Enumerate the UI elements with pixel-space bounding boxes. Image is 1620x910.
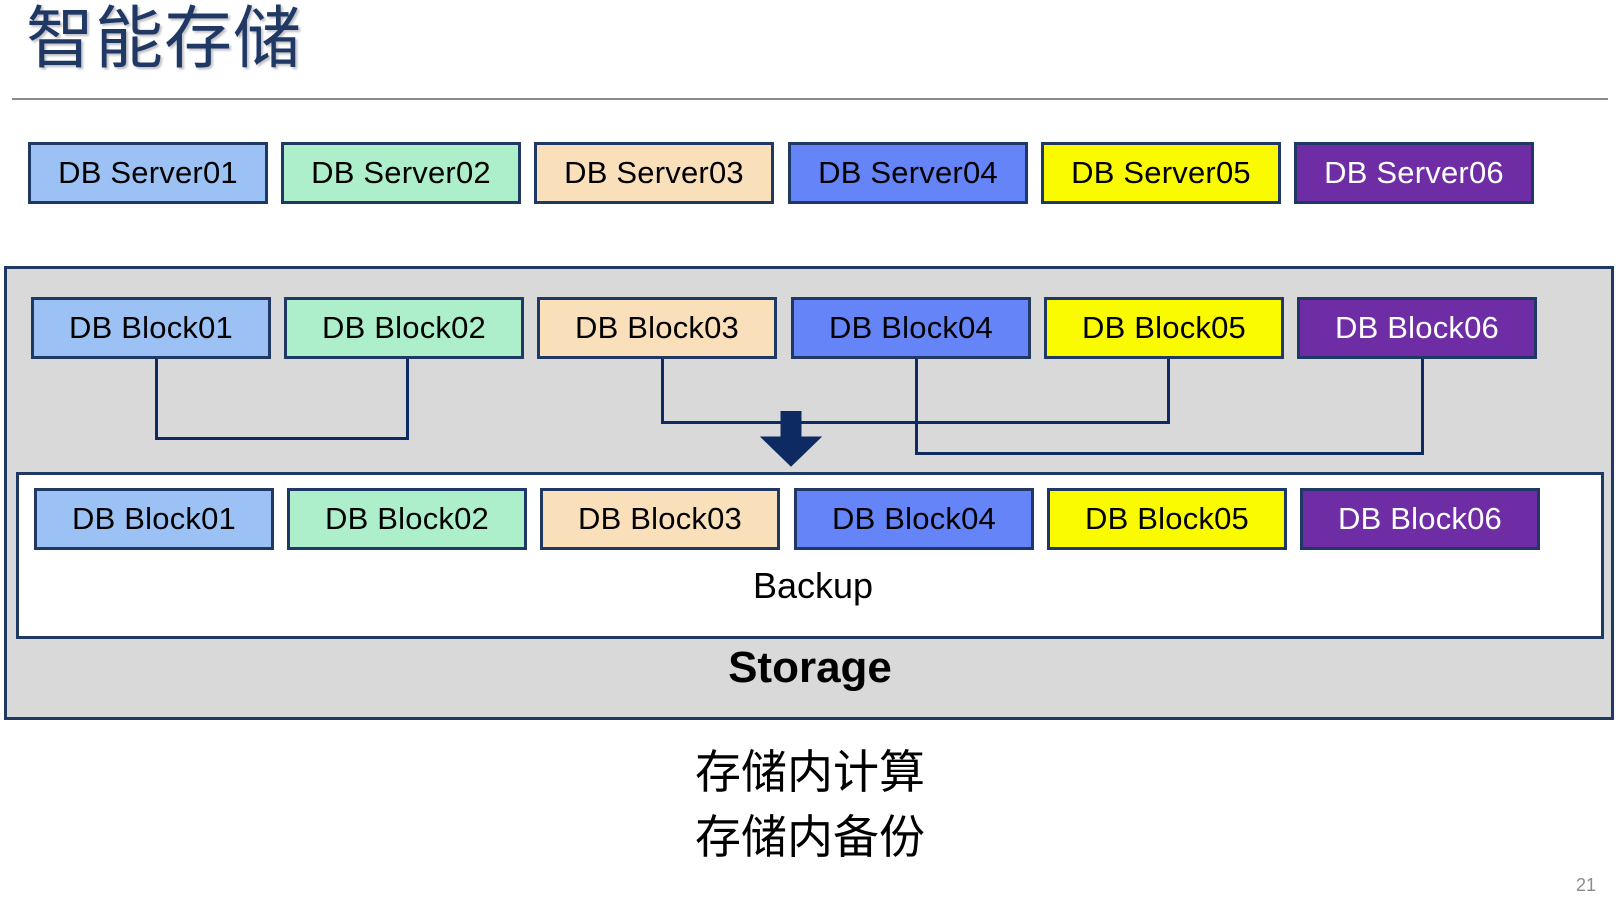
db-server-box-label: DB Server04 <box>818 155 998 190</box>
connector-horizontal-block04-block06 <box>915 452 1424 455</box>
connector-horizontal-block01-block02 <box>155 437 409 440</box>
backup-label: Backup <box>752 565 874 606</box>
db-server-box-5[interactable]: DB Server05 <box>1041 142 1281 204</box>
caption: 存储内计算 存储内备份 <box>0 740 1620 871</box>
page-number: 21 <box>1575 875 1596 895</box>
db-block-backup-box-2[interactable]: DB Block02 <box>287 488 527 550</box>
title-divider <box>12 98 1608 100</box>
db-block-backup-box-label: DB Block01 <box>72 501 236 536</box>
db-block-box-6[interactable]: DB Block06 <box>1297 297 1537 359</box>
db-block-backup-box-label: DB Block04 <box>832 501 996 536</box>
down-arrow-icon <box>759 410 823 467</box>
db-server-box-1[interactable]: DB Server01 <box>28 142 268 204</box>
db-block-backup-box-4[interactable]: DB Block04 <box>794 488 1034 550</box>
db-block-backup-box-label: DB Block02 <box>325 501 489 536</box>
db-block-row-live: DB Block01 DB Block02 DB Block03 DB Block04… <box>7 297 1613 359</box>
db-block-backup-box-5[interactable]: DB Block05 <box>1047 488 1287 550</box>
db-server-box-2[interactable]: DB Server02 <box>281 142 521 204</box>
db-block-box-label: DB Block02 <box>322 310 486 345</box>
db-block-box-3[interactable]: DB Block03 <box>537 297 777 359</box>
db-server-row: DB Server01 DB Server02 DB Server03 DB Serv… <box>0 142 1620 204</box>
db-block-box-label: DB Block06 <box>1335 310 1499 345</box>
db-server-box-label: DB Server01 <box>58 155 238 190</box>
db-block-box-4[interactable]: DB Block04 <box>791 297 1031 359</box>
backup-panel: DB Block01 DB Block02 DB Block03 DB Block04… <box>16 472 1604 639</box>
db-block-backup-box-6[interactable]: DB Block06 <box>1300 488 1540 550</box>
db-server-box-label: DB Server03 <box>564 155 744 190</box>
db-block-box-label: DB Block05 <box>1082 310 1246 345</box>
connector-vertical-block03-block05-2 <box>1167 359 1170 421</box>
db-block-backup-box-3[interactable]: DB Block03 <box>540 488 780 550</box>
connector-vertical-block01-block02-2 <box>406 359 409 437</box>
db-server-box-label: DB Server02 <box>311 155 491 190</box>
db-block-box-label: DB Block01 <box>69 310 233 345</box>
caption-line-1: 存储内计算 <box>695 746 925 798</box>
db-server-box-4[interactable]: DB Server04 <box>788 142 1028 204</box>
db-block-backup-box-label: DB Block06 <box>1338 501 1502 536</box>
connector-vertical-block04-block06-2 <box>1421 359 1424 452</box>
connector-vertical-block04-block06-1 <box>915 359 918 452</box>
db-block-backup-box-label: DB Block05 <box>1085 501 1249 536</box>
caption-line-2: 存储内备份 <box>695 811 925 864</box>
db-block-backup-box-1[interactable]: DB Block01 <box>34 488 274 550</box>
db-block-row-backup: DB Block01 DB Block02 DB Block03 DB Block04… <box>10 488 1616 550</box>
db-block-box-5[interactable]: DB Block05 <box>1044 297 1284 359</box>
connector-vertical-block03-block05-1 <box>661 359 664 421</box>
db-block-backup-box-label: DB Block03 <box>578 501 742 536</box>
db-server-box-3[interactable]: DB Server03 <box>534 142 774 204</box>
db-block-box-2[interactable]: DB Block02 <box>284 297 524 359</box>
db-block-box-1[interactable]: DB Block01 <box>31 297 271 359</box>
db-server-box-label: DB Server06 <box>1324 155 1504 190</box>
db-server-box-label: DB Server05 <box>1071 155 1251 190</box>
storage-label: Storage <box>728 643 892 692</box>
connector-vertical-block01-block02-1 <box>155 359 158 437</box>
page-title: 智能存储 <box>26 1 303 77</box>
storage-container: DB Block01 DB Block02 DB Block03 DB Block04… <box>4 266 1614 720</box>
db-server-box-6[interactable]: DB Server06 <box>1294 142 1534 204</box>
db-block-box-label: DB Block04 <box>829 310 993 345</box>
db-block-box-label: DB Block03 <box>575 310 739 345</box>
